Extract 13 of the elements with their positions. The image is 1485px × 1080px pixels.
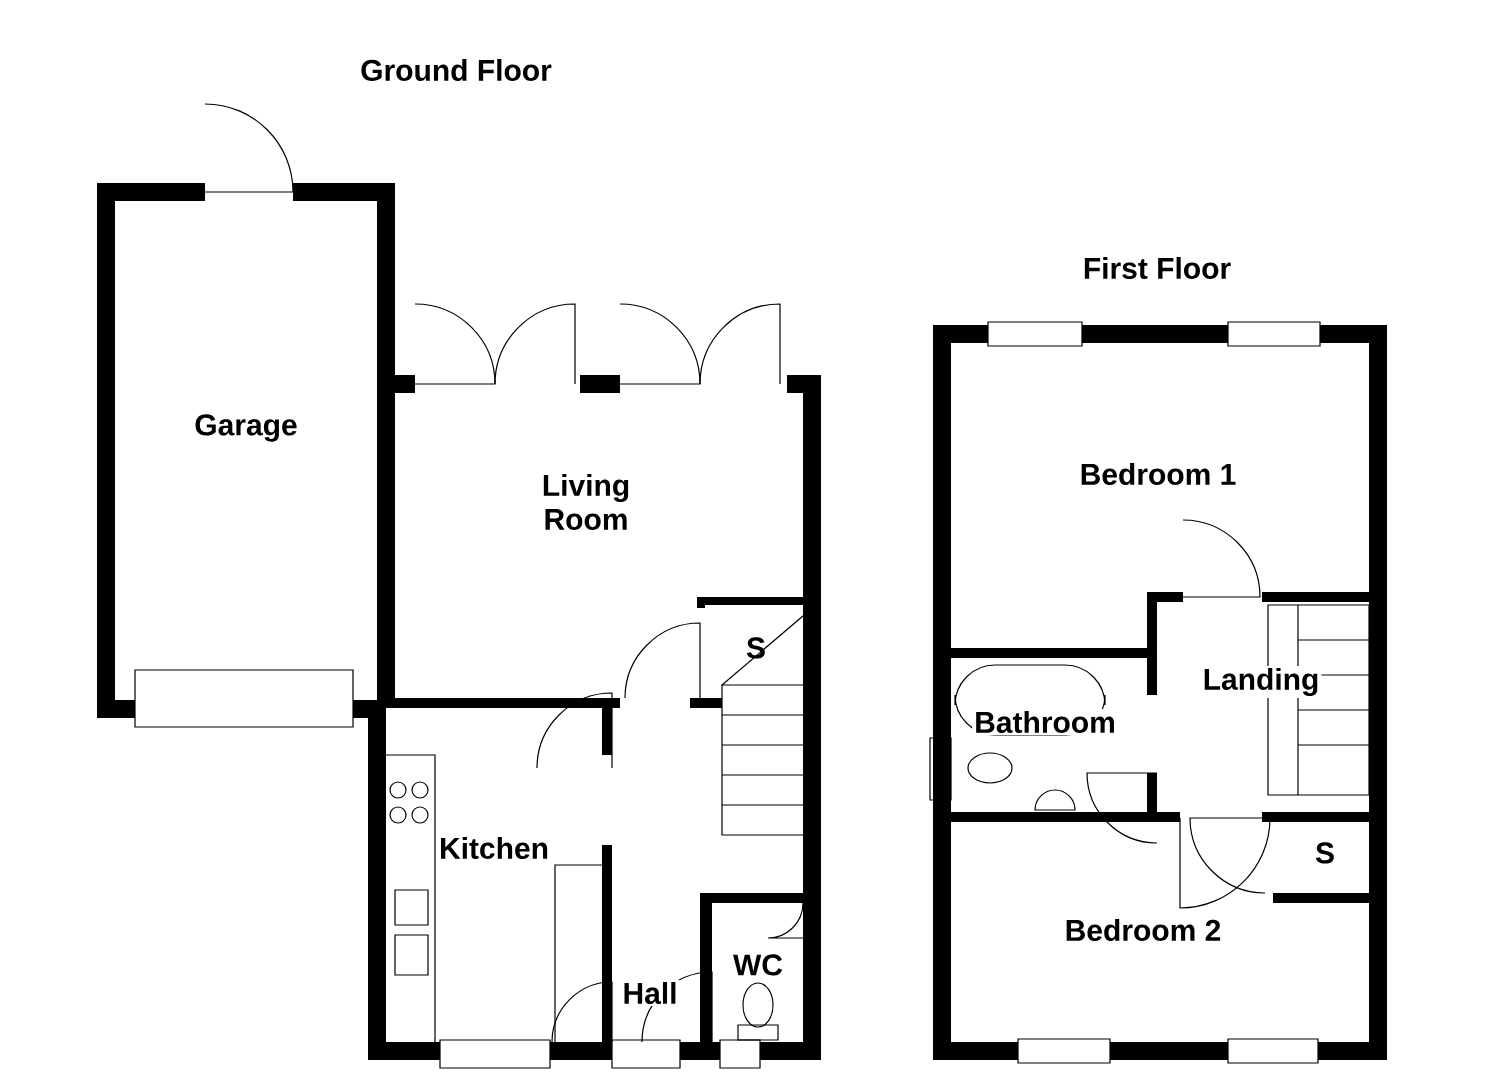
room-label: WC	[733, 954, 783, 976]
room-label: Bedroom 1	[1081, 463, 1236, 485]
room-label: S	[746, 637, 765, 659]
room-label: Kitchen	[441, 837, 548, 859]
room-label: Bedroom 2	[1066, 919, 1221, 941]
room-label: Hall	[620, 980, 680, 1006]
room-label: S	[1315, 842, 1334, 864]
floor-heading: Ground Floor	[361, 59, 552, 81]
room-label: Landing	[1200, 665, 1322, 699]
room-label: Garage	[195, 414, 297, 442]
room-label: Bathroom	[972, 709, 1118, 735]
floor-heading: First Floor	[1084, 257, 1231, 279]
room-label: Living Room	[543, 474, 629, 530]
